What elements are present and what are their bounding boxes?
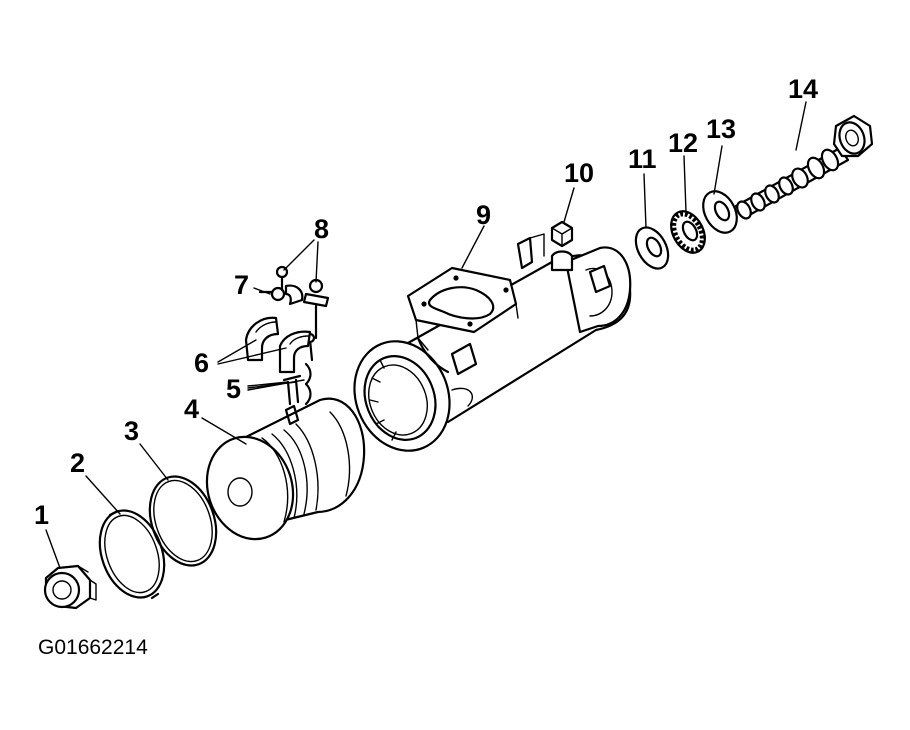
leader-5 [247,379,305,391]
part-1-plug [43,564,97,610]
leader-10 [563,187,575,223]
callout-3: 3 [124,416,139,446]
callout-5: 5 [226,374,241,404]
leader-12 [683,155,687,213]
callout-labels: 1 2 3 4 5 6 7 8 9 10 11 12 13 14 [34,74,818,530]
leader-8 [283,239,319,283]
leader-9 [461,225,485,269]
part-7-fitting [258,284,304,306]
part-13-washer [702,190,738,234]
callout-10: 10 [564,158,594,188]
leader-1 [45,529,61,569]
leader-lines [45,101,807,569]
callout-8: 8 [314,214,329,244]
callout-13: 13 [706,114,736,144]
callout-4: 4 [184,394,199,424]
leader-7 [253,287,271,295]
callout-1: 1 [34,500,49,530]
part-10-nut [550,220,574,248]
figure-id-label: G01662214 [38,636,148,659]
part-8-fittings [275,265,330,340]
part-3-o-ring [148,475,218,567]
part-11-washer [634,226,670,270]
callout-6: 6 [194,348,209,378]
part-4-piston [205,397,366,541]
leader-3 [139,443,169,481]
callout-12: 12 [668,128,698,158]
callout-14: 14 [788,74,818,104]
callout-9: 9 [476,200,491,230]
part-14-shaft [734,114,874,220]
leader-2 [85,475,121,515]
part-2-snap-ring [98,509,166,600]
part-6-tubes [244,316,312,374]
callout-7: 7 [234,270,249,300]
leader-4 [201,417,247,445]
leader-14 [795,101,807,151]
callout-2: 2 [70,448,85,478]
callout-11: 11 [628,144,657,174]
leader-13 [713,145,723,195]
part-9-housing [353,233,632,452]
part-12-bearing [670,210,706,254]
leader-11 [643,173,647,229]
leader-6 [217,339,287,365]
